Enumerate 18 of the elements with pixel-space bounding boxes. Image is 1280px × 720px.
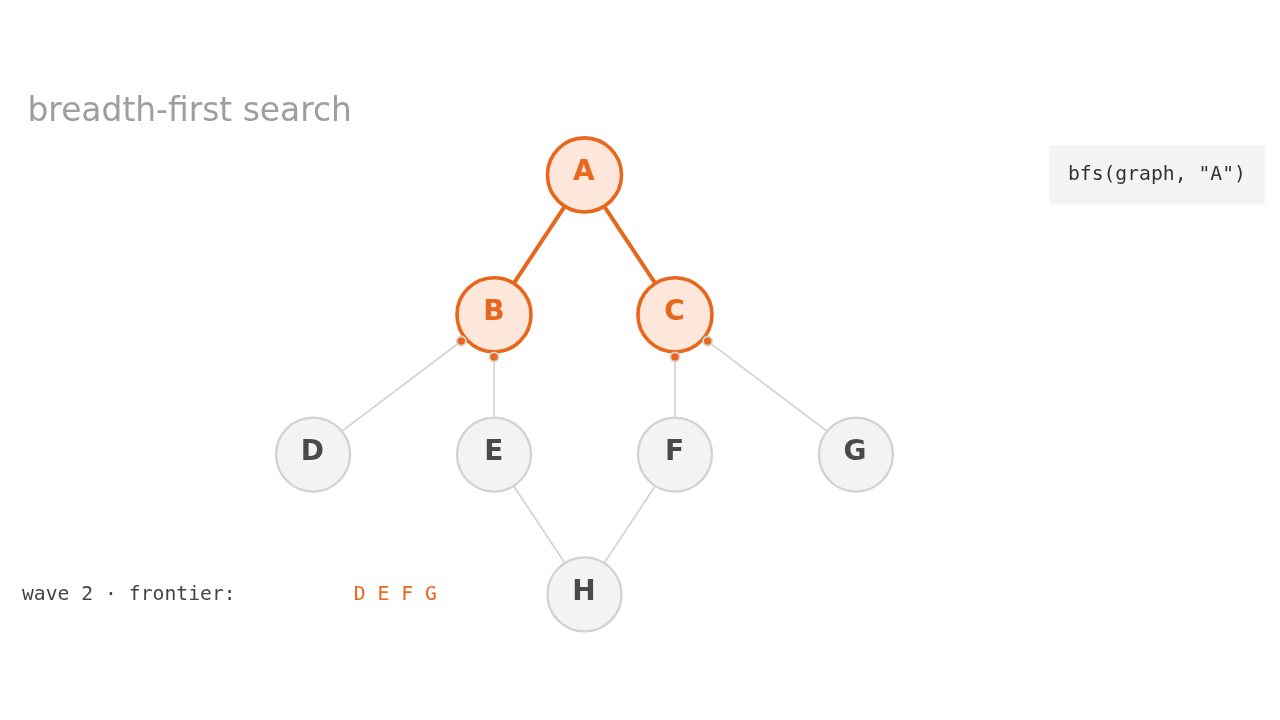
node-circle: H <box>546 556 623 633</box>
node-circle: E <box>455 416 533 493</box>
connector <box>341 335 467 432</box>
connector <box>512 205 567 285</box>
connector <box>602 205 657 285</box>
node-circle: G <box>817 416 895 493</box>
connector <box>513 485 566 564</box>
connector <box>488 351 500 419</box>
node-circle: D <box>274 416 352 493</box>
node-circle: A <box>545 136 624 214</box>
node-circle: F <box>636 416 714 493</box>
label: wave 2 · frontier: <box>21 581 236 605</box>
label: bfs(graph, "A") <box>1067 162 1246 186</box>
label: D E F G <box>353 581 437 605</box>
diagram-title: breadth-first search <box>27 90 352 130</box>
connector <box>603 485 656 564</box>
connector <box>702 335 828 432</box>
connector <box>669 351 681 419</box>
